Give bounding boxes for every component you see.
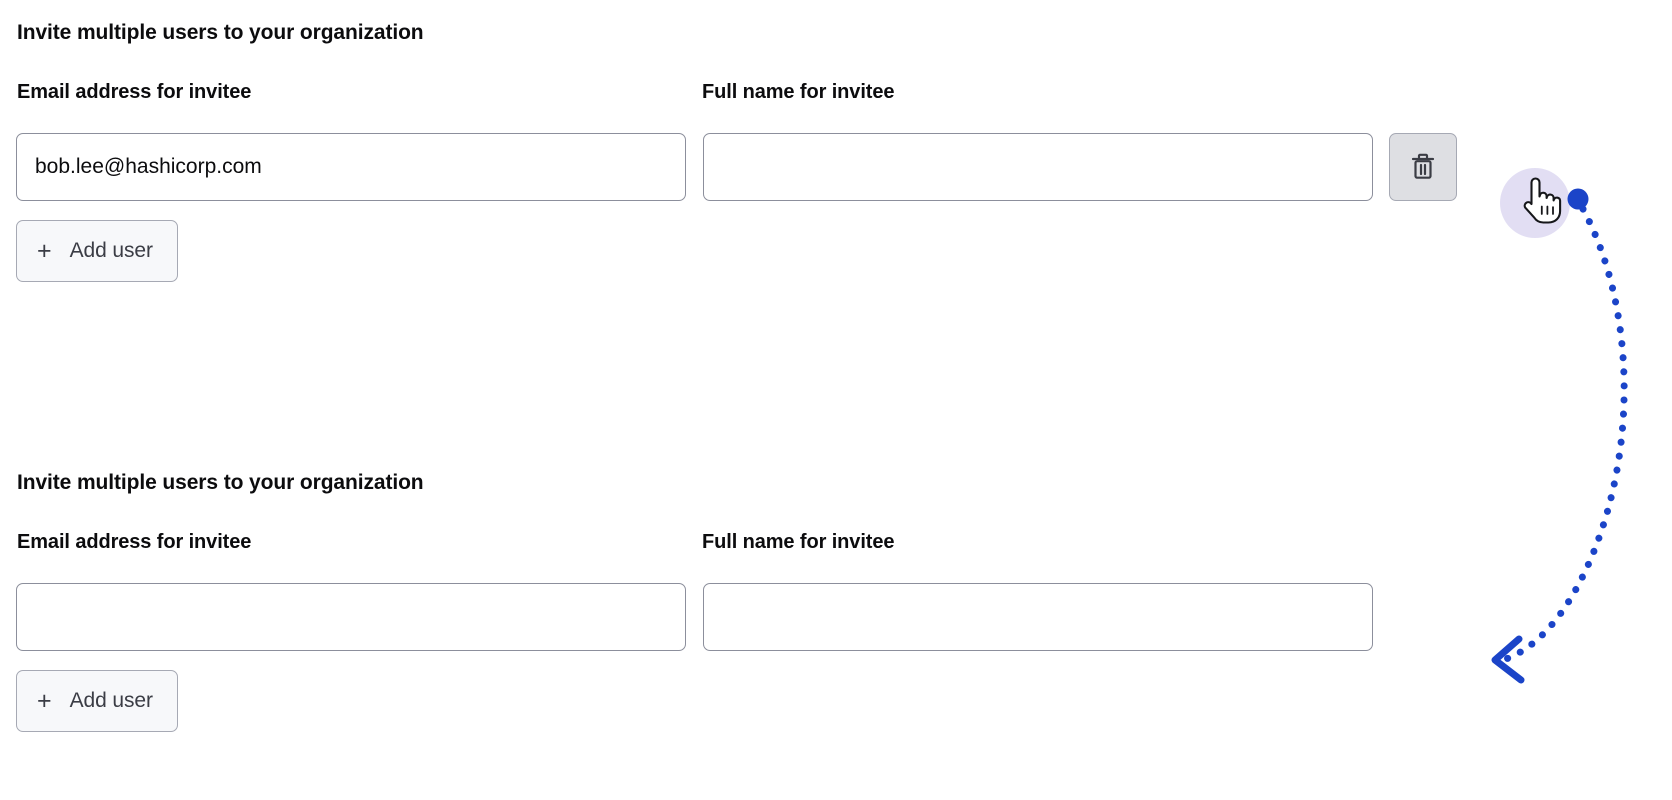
delete-row-button[interactable] [1389, 133, 1457, 201]
page-title: Invite multiple users to your organizati… [17, 21, 424, 44]
trash-icon [1410, 153, 1436, 181]
fullname-input[interactable] [703, 133, 1373, 201]
page-title-2: Invite multiple users to your organizati… [17, 471, 424, 494]
click-ripple [1500, 168, 1570, 238]
email-field-label: Email address for invitee [17, 81, 252, 103]
email-field-label-2: Email address for invitee [17, 531, 252, 553]
click-target-dot [1567, 188, 1589, 210]
arrow-head [1491, 635, 1525, 684]
fullname-input-2[interactable] [703, 583, 1373, 651]
fullname-field-label-2: Full name for invitee [702, 531, 895, 553]
add-user-button-label: Add user [69, 239, 153, 262]
add-user-button[interactable]: + Add user [16, 220, 178, 282]
add-user-button-label-2: Add user [69, 689, 153, 712]
add-user-button-2[interactable]: + Add user [16, 670, 178, 732]
plus-icon: + [37, 236, 52, 265]
pointing-hand-cursor [1523, 177, 1562, 224]
arrow-path [1499, 205, 1628, 664]
fullname-field-label: Full name for invitee [702, 81, 895, 103]
plus-icon-2: + [37, 686, 52, 715]
email-input[interactable] [16, 133, 686, 201]
email-input-2[interactable] [16, 583, 686, 651]
